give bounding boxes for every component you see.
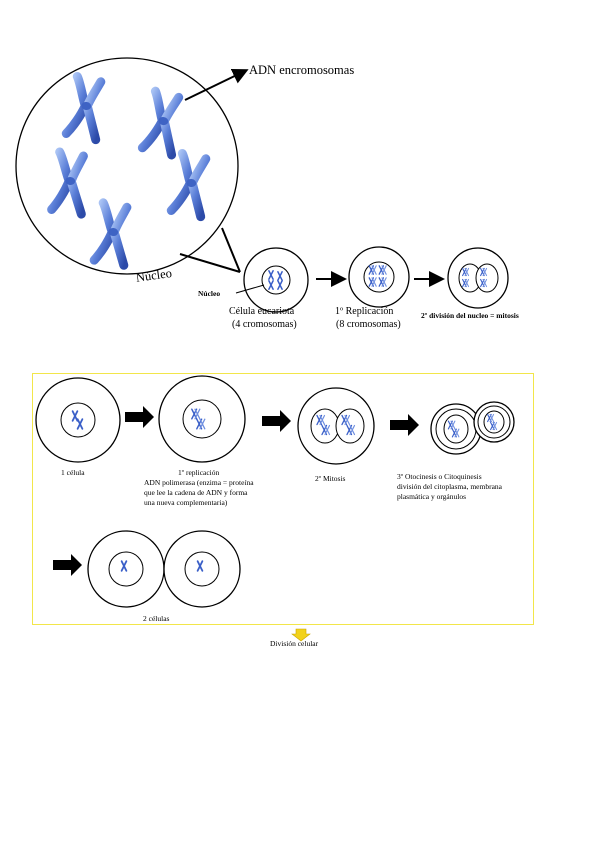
cell-replication <box>348 246 410 308</box>
step2-line: que lee la cadena de ADN y forma <box>144 488 248 497</box>
cell-eukaryote-count: (4 cromosomas) <box>232 319 297 330</box>
step3-label: 2º Mitosis <box>315 474 346 483</box>
step-cell-4 <box>430 401 515 455</box>
arrow-nucleus-small <box>235 284 265 294</box>
daughter-cell <box>163 530 241 608</box>
figure-caption: División celular <box>270 639 319 648</box>
step4-line: plasmática y orgánulos <box>397 492 467 501</box>
step2-title: 1º replicación <box>178 468 220 477</box>
block-arrow <box>53 554 82 576</box>
chevron-down-icon <box>291 628 311 642</box>
block-arrow <box>125 406 154 428</box>
replication-count: (8 cromosomas) <box>336 319 401 330</box>
nucleus-zoom-circle <box>15 57 239 275</box>
dna-chromosomes-label: ADN encromosomas <box>249 63 355 77</box>
zoom-line <box>179 253 241 273</box>
block-arrow <box>262 410 291 432</box>
step2-line: ADN polimerasa (enzima = proteína <box>144 478 254 487</box>
cell-eukaryote <box>243 247 309 313</box>
replication-label: 1º Replicación <box>335 306 394 317</box>
block-arrow <box>390 414 419 436</box>
step1-label: 1 célula <box>61 468 85 477</box>
step2-line: una nueva complementaria) <box>144 498 228 507</box>
step-cell-2 <box>158 375 246 463</box>
step4-line: división del citoplasma, membrana <box>397 482 502 491</box>
cell-mitosis <box>447 247 509 309</box>
step4-line: 3º Otocinesis o Citoquinesis <box>397 472 482 481</box>
step5-label: 2 células <box>143 614 170 623</box>
daughter-cell <box>87 530 165 608</box>
process-box <box>32 373 534 625</box>
arrow-dna-label <box>184 69 249 101</box>
cell-eukaryote-label: Célula eucariota <box>229 306 295 317</box>
step-cell-3 <box>297 387 375 465</box>
zoom-line <box>221 227 241 273</box>
mitosis-label: 2º división del nucleo = mitosis <box>421 311 519 320</box>
nucleus-small-label: Núcleo <box>198 289 221 298</box>
step-cell-1 <box>35 377 121 463</box>
